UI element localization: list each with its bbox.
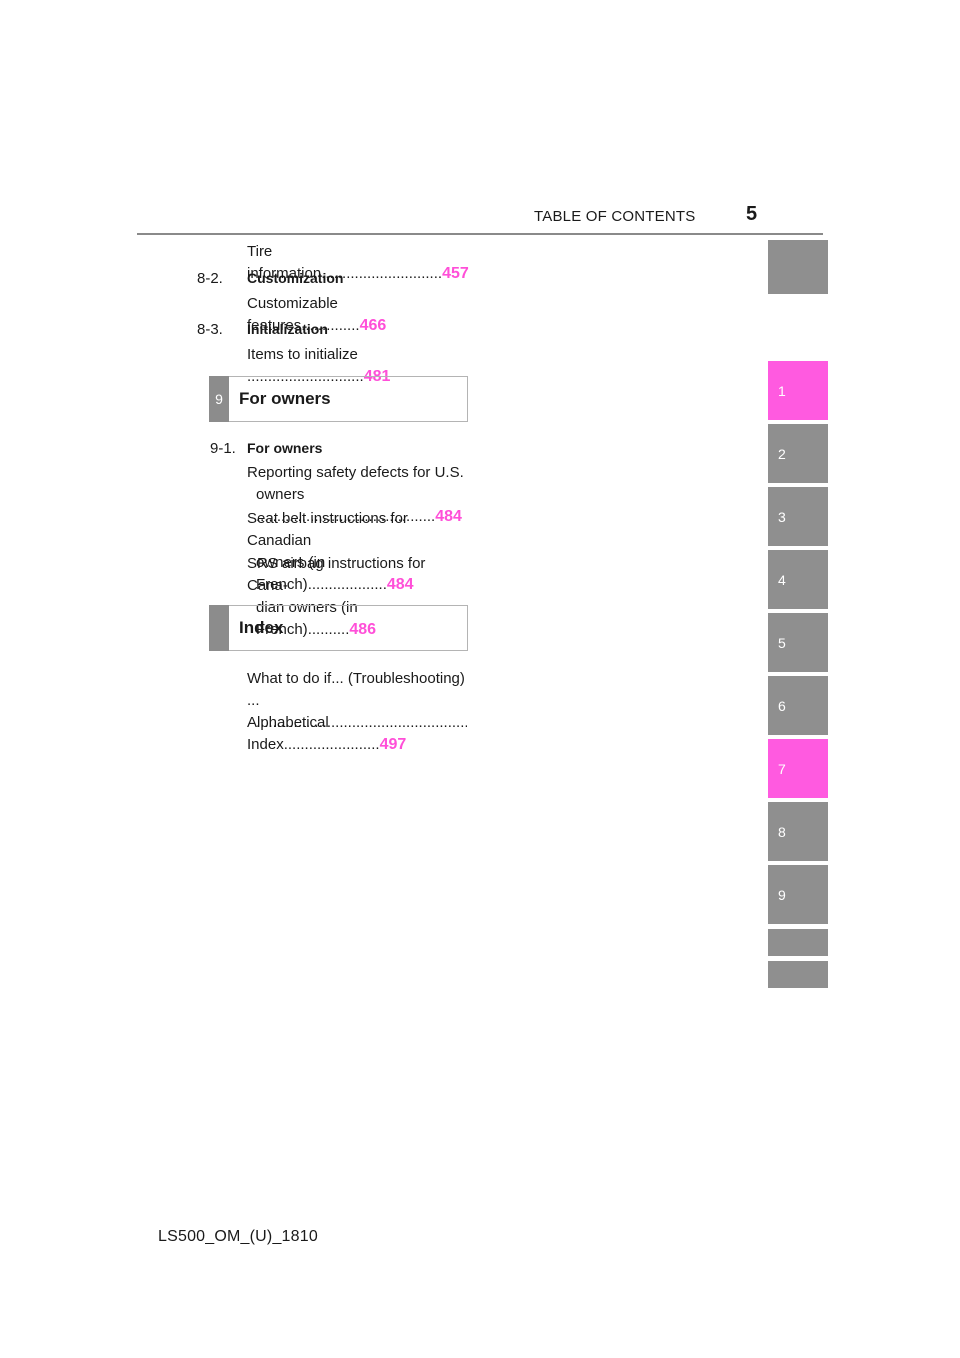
entry-text-line1: Reporting safety defects for U.S. <box>247 464 464 481</box>
footer-document-code: LS500_OM_(U)_1810 <box>158 1228 318 1245</box>
side-tab-7[interactable]: 7 <box>768 739 828 798</box>
side-tab-blank-b[interactable] <box>768 961 828 988</box>
section-heading-8-3: 8-3. Initialization <box>197 321 328 338</box>
side-tab-label: 8 <box>778 824 786 840</box>
chapter-number-tab: 9 <box>209 376 229 422</box>
page-link[interactable]: 484 <box>435 508 462 525</box>
toc-entry-reporting-safety-defects[interactable]: Reporting safety defects for U.S. owners… <box>247 462 467 528</box>
side-tab-label: 2 <box>778 446 786 462</box>
toc-entry-tire-information[interactable]: Tire information........................… <box>247 241 469 285</box>
index-tab <box>209 605 229 651</box>
side-tab-label: 1 <box>778 383 786 399</box>
page-number: 5 <box>746 203 758 225</box>
page-link[interactable]: 497 <box>379 736 407 753</box>
entry-dots: ............................. <box>321 265 443 282</box>
entry-text-line1: Seat belt instructions for Canadian <box>247 510 408 549</box>
toc-entry-alphabetical-index[interactable]: Alphabetical Index......................… <box>247 712 467 756</box>
side-tab-4[interactable]: 4 <box>768 550 828 609</box>
entry-dots: ........................................… <box>256 714 467 731</box>
side-tab-label: 3 <box>778 509 786 525</box>
side-tab-8[interactable]: 8 <box>768 802 828 861</box>
index-header: Index <box>209 605 468 651</box>
page-link[interactable]: 457 <box>442 265 469 282</box>
page-link[interactable]: 466 <box>359 317 387 334</box>
section-heading-9-1: 9-1. For owners <box>210 440 322 457</box>
entry-text-line2: owners (in French) <box>256 554 326 593</box>
section-heading-8-2: 8-2. Customization <box>197 270 343 287</box>
side-tab-label: 7 <box>778 761 786 777</box>
side-tab-1[interactable]: 1 <box>768 361 828 420</box>
toc-entry-srs-airbag-instructions[interactable]: SRS airbag instructions for Cana- dian o… <box>247 553 467 641</box>
entry-dots: ....................... <box>283 736 380 753</box>
index-title: Index <box>239 618 284 637</box>
page-link[interactable]: 484 <box>386 576 414 593</box>
chapter-9-header: 9 For owners <box>209 376 468 422</box>
side-tab-3[interactable]: 3 <box>768 487 828 546</box>
entry-text: Alphabetical Index <box>247 714 329 753</box>
toc-entry-troubleshooting[interactable]: What to do if... (Troubleshooting) ... .… <box>247 668 467 734</box>
entry-text-line1: SRS airbag instructions for Cana- <box>247 555 426 594</box>
side-tab-9[interactable]: 9 <box>768 865 828 924</box>
side-tab-blank-a[interactable] <box>768 929 828 956</box>
side-tab-label: 6 <box>778 698 786 714</box>
section-label: For owners <box>247 440 323 456</box>
side-tab-5[interactable]: 5 <box>768 613 828 672</box>
entry-text: Customizable features <box>247 295 338 334</box>
chapter-title: For owners <box>239 389 331 408</box>
section-label: Customization <box>247 270 344 286</box>
header-rule <box>137 233 823 235</box>
entry-text: Items to initialize <box>247 346 358 363</box>
side-tab-2[interactable]: 2 <box>768 424 828 483</box>
section-number: 9-1. <box>210 440 236 457</box>
toc-entry-items-to-initialize[interactable]: Items to initialize ....................… <box>247 344 467 388</box>
side-tab-6[interactable]: 6 <box>768 676 828 735</box>
toc-entry-customizable-features[interactable]: Customizable features..............466 <box>247 293 467 337</box>
entry-text-line2: owners <box>256 486 305 503</box>
entry-dots: .............. <box>301 317 360 334</box>
section-number: 8-2. <box>197 270 223 287</box>
entry-dots: ................... <box>307 576 387 593</box>
header-title: TABLE OF CONTENTS <box>534 208 696 225</box>
section-label: Initialization <box>247 321 328 337</box>
entry-dots: ........................................… <box>256 508 436 525</box>
section-number: 8-3. <box>197 321 223 338</box>
side-tab-label: 9 <box>778 887 786 903</box>
entry-text-line1: What to do if... (Troubleshooting) ... <box>247 670 465 709</box>
side-tab-blank-top[interactable] <box>768 240 828 294</box>
side-tab-label: 5 <box>778 635 786 651</box>
entry-text: Tire information <box>247 243 322 282</box>
side-tab-label: 4 <box>778 572 786 588</box>
toc-entry-seat-belt-instructions[interactable]: Seat belt instructions for Canadian owne… <box>247 508 467 596</box>
entry-text-line2: dian owners (in French) <box>256 599 358 638</box>
page-link[interactable]: 486 <box>349 621 377 638</box>
entry-dots: .......... <box>307 621 350 638</box>
